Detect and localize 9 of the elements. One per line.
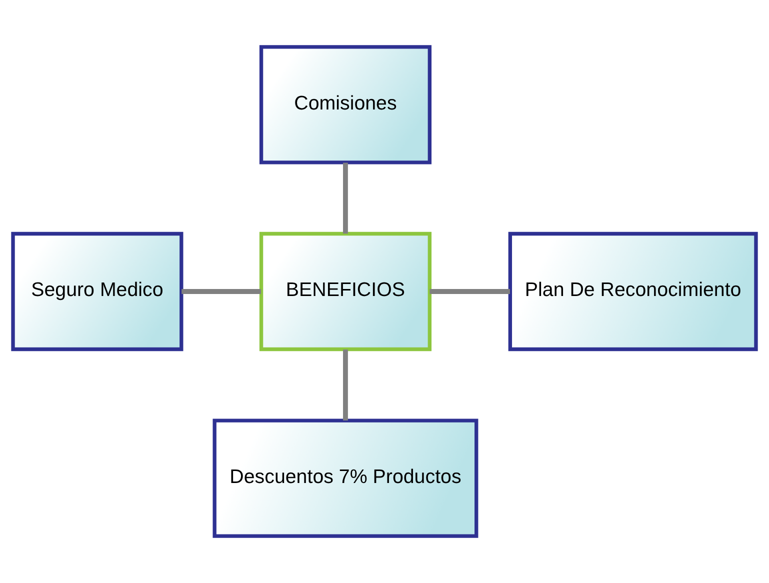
connector bbox=[343, 162, 348, 234]
node-box: Plan De Reconocimiento bbox=[508, 232, 758, 352]
node-box: BENEFICIOS bbox=[259, 232, 432, 352]
node-box: Descuentos 7% Productos bbox=[212, 418, 478, 538]
connector bbox=[182, 289, 261, 294]
connector bbox=[430, 289, 510, 294]
node-box: Seguro Medico bbox=[11, 232, 184, 352]
node-box: Comisiones bbox=[259, 45, 432, 164]
connector bbox=[343, 350, 348, 420]
